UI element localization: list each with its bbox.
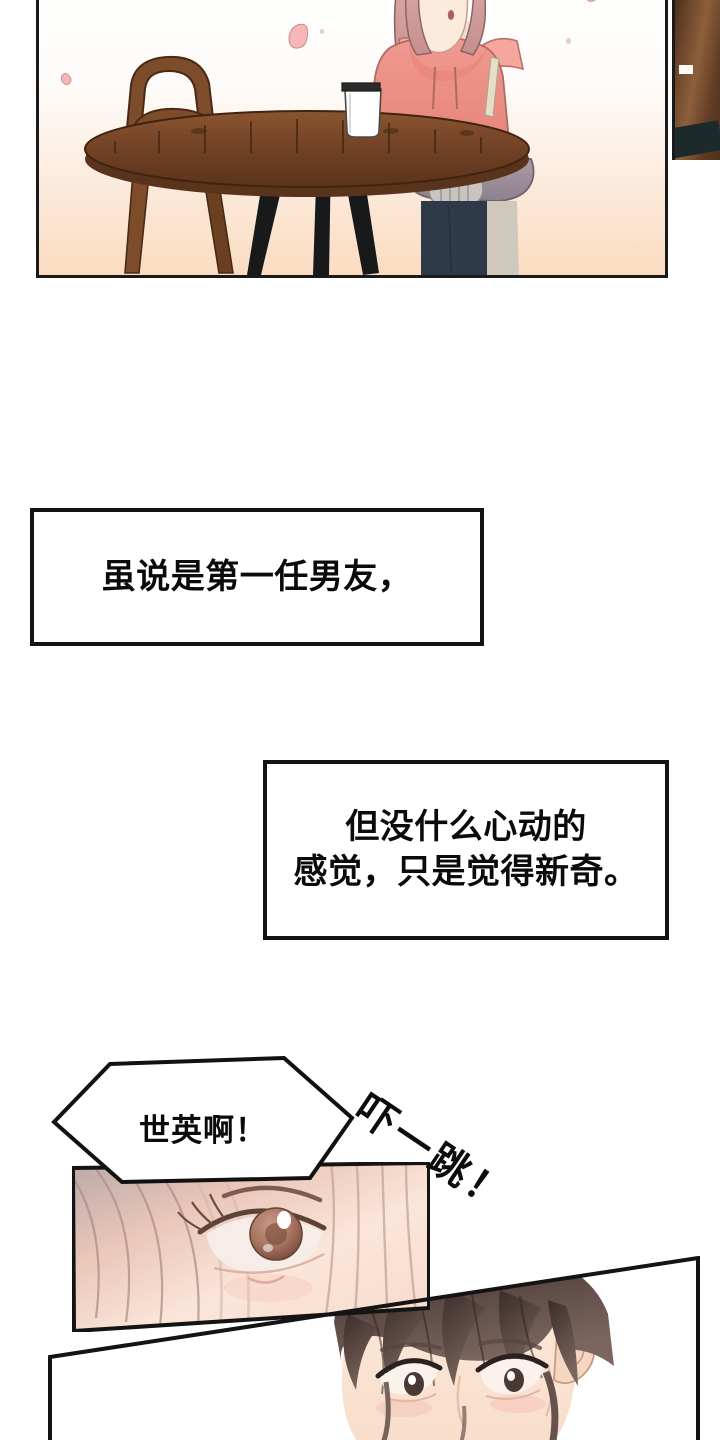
dust-speck-2 (566, 38, 571, 44)
narration-text-2-line-2: 感觉，只是觉得新奇。 (293, 853, 639, 891)
wall-highlight (679, 65, 693, 74)
dark-floor (675, 120, 720, 160)
panel-closeup-eye (72, 1162, 430, 1332)
dust-speck-1 (320, 29, 324, 34)
narration-text-1: 虽说是第一任男友， (101, 557, 413, 596)
cafe-scene-artwork (84, 0, 535, 275)
narration-box-first-boyfriend: 虽说是第一任男友， (30, 508, 484, 646)
panel-dark-brown-fragment (672, 0, 720, 160)
shout-bubble-se-young: 世英啊！ (48, 1056, 358, 1186)
narration-box-no-feelings: 但没什么心动的 感觉，只是觉得新奇。 (263, 760, 669, 940)
shout-bubble-text: 世英啊！ (139, 1112, 267, 1148)
closeup-eye-artwork (72, 1162, 430, 1332)
panel-cafe-scene (36, 0, 668, 278)
narration-text-2-line-1: 但没什么心动的 (345, 808, 587, 847)
